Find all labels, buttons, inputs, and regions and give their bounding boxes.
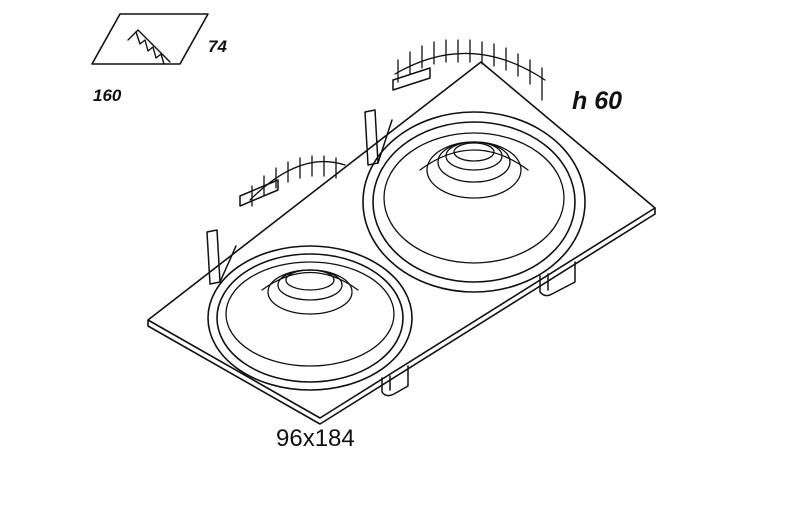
spring-clip-rear-left [364,67,431,166]
saw-blade-icon [127,29,171,65]
lamp-front [207,245,413,391]
heatsink-front [249,155,346,207]
lamp-rear [362,111,586,293]
height-label: h 60 [572,87,623,115]
trim-plate [147,61,656,425]
spring-clip-front-left [206,179,279,285]
heatsink-rear [394,39,546,101]
cutout-outline-icon [91,13,209,65]
cutout-height-label: 74 [208,37,227,56]
spring-clip-bottom [381,365,409,397]
cutout-width-label: 160 [93,86,122,105]
size-label: 96x184 [276,425,355,452]
